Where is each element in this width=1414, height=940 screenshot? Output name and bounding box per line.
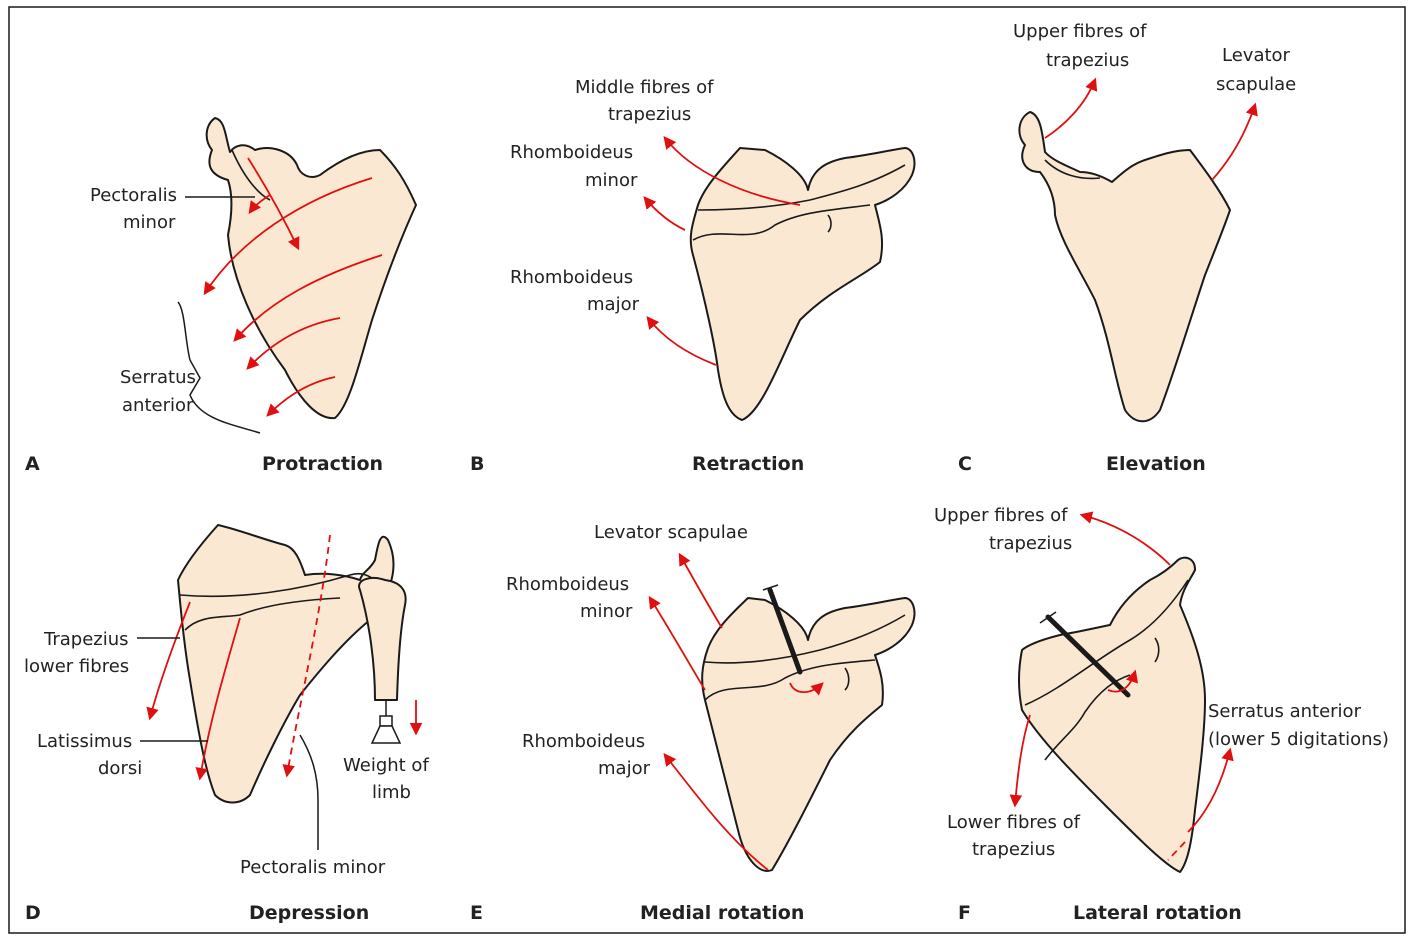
rmin-arrow-e <box>650 598 705 690</box>
label-rhomboideus-major-e1: Rhomboideus <box>522 731 645 752</box>
scapula-e <box>702 598 914 871</box>
humerus-d <box>359 578 406 700</box>
label-rhomboideus-minor-2: minor <box>585 170 638 191</box>
label-pectoralis-minor-1: Pectoralis <box>90 185 177 206</box>
levator-arrow-e <box>680 555 722 628</box>
label-middle-fibres-1: Middle fibres of <box>575 77 714 98</box>
label-serratus-anterior-2: anterior <box>122 395 194 416</box>
label-trapezius-lower-2: lower fibres <box>24 656 129 677</box>
label-lower-fibres-f2: trapezius <box>972 839 1055 860</box>
caption-lateral-rotation: Lateral rotation <box>1073 902 1242 924</box>
label-rhomboideus-major-2: major <box>587 294 640 315</box>
panel-a: Pectoralis minor Serratus anterior A Pro… <box>25 118 416 475</box>
levator-arrow-c <box>1212 105 1255 180</box>
caption-depression: Depression <box>249 902 369 924</box>
trap-lower-arrow-d <box>150 602 190 718</box>
label-rhomboideus-major-1: Rhomboideus <box>510 267 633 288</box>
label-upper-fibres-1: Upper fibres of <box>1013 21 1147 42</box>
rmaj-arrow-b <box>648 318 716 365</box>
caption-protraction: Protraction <box>262 453 383 475</box>
caption-medial-rotation: Medial rotation <box>640 902 804 924</box>
label-serratus-anterior-f2: (lower 5 digitations) <box>1208 729 1389 750</box>
scapula-c <box>1019 112 1230 421</box>
label-levator-2: scapulae <box>1216 74 1296 95</box>
panel-e: Levator scapulae Rhomboideus minor Rhomb… <box>470 522 914 924</box>
label-upper-fibres-f2: trapezius <box>989 533 1072 554</box>
label-latissimus-1: Latissimus <box>37 731 132 752</box>
scapula-b <box>691 148 915 420</box>
panel-b: Middle fibres of trapezius Rhomboideus m… <box>470 77 914 475</box>
label-pectoralis-minor-d: Pectoralis minor <box>240 857 386 878</box>
label-middle-fibres-2: trapezius <box>608 104 691 125</box>
label-lower-fibres-f1: Lower fibres of <box>947 812 1081 833</box>
label-latissimus-2: dorsi <box>98 758 142 779</box>
weight-holder <box>372 726 400 743</box>
label-trapezius-lower-1: Trapezius <box>43 629 129 650</box>
label-serratus-anterior-f1: Serratus anterior <box>1208 701 1362 722</box>
label-rhomboideus-minor-e1: Rhomboideus <box>506 574 629 595</box>
weight-hook <box>380 716 392 726</box>
label-rhomboideus-minor-e2: minor <box>580 601 633 622</box>
panel-letter-e: E <box>470 902 483 924</box>
label-rhomboideus-major-e2: major <box>598 758 651 779</box>
panel-letter-f: F <box>958 902 971 924</box>
trap-lower-arrow-f <box>1015 715 1030 805</box>
pectoralis-leader-d <box>300 735 318 850</box>
rmin-arrow-b <box>645 198 685 230</box>
panel-c: Upper fibres of trapezius Levator scapul… <box>958 21 1296 475</box>
panel-letter-b: B <box>470 453 484 475</box>
panel-letter-d: D <box>25 902 41 924</box>
label-serratus-anterior-1: Serratus <box>120 367 196 388</box>
label-pectoralis-minor-2: minor <box>123 212 176 233</box>
caption-retraction: Retraction <box>692 453 804 475</box>
panel-f: Upper fibres of trapezius Serratus anter… <box>934 505 1389 924</box>
panel-letter-c: C <box>958 453 972 475</box>
panel-letter-a: A <box>25 453 40 475</box>
caption-elevation: Elevation <box>1106 453 1206 475</box>
label-weight-1: Weight of <box>343 755 429 776</box>
label-rhomboideus-minor-1: Rhomboideus <box>510 142 633 163</box>
label-upper-fibres-2: trapezius <box>1046 50 1129 71</box>
label-levator-scapulae-e: Levator scapulae <box>594 522 748 543</box>
label-weight-2: limb <box>372 782 411 803</box>
trap-upper-arrow-f <box>1082 515 1170 565</box>
label-levator-1: Levator <box>1222 45 1291 66</box>
panel-d: Trapezius lower fibres Latissimus dorsi … <box>24 525 429 924</box>
label-upper-fibres-f1: Upper fibres of <box>934 505 1068 526</box>
trap-upper-arrow-c <box>1045 80 1095 138</box>
